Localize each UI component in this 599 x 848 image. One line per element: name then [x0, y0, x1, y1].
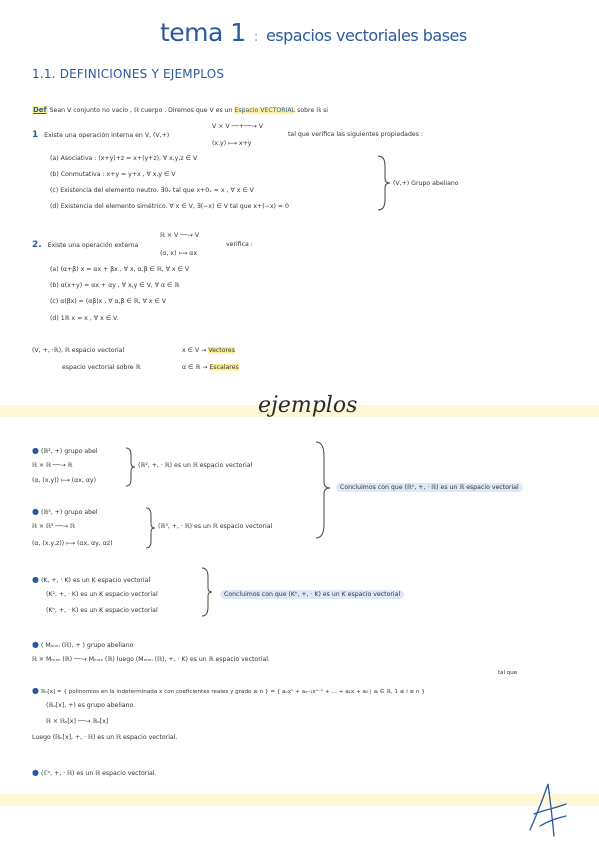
- prop2-item-d: (d) 1ℝ x = x , ∀ x ∈ V.: [50, 315, 119, 322]
- ex5-line-4: Luego (ℝₙ[x], +, · ℝ) es un ℝ espacio ve…: [32, 734, 178, 741]
- ex5-text-1: ℝₙ[x] = { polinomios en la indeterminada…: [40, 689, 425, 695]
- ex2-line-3: (α, (x,y,z)) ⟼ (αx, αy, αz): [32, 540, 113, 547]
- divider-band-bottom: [0, 794, 599, 806]
- ex1-line-1: ● (ℝ², +) grupo abel: [32, 446, 98, 455]
- bullet-icon: ●: [32, 686, 39, 695]
- ex3-line-3: (Kⁿ, +, · K) es un K espacio vectorial: [46, 607, 158, 614]
- signature-icon: [529, 783, 567, 837]
- prop2-item-c: (c) α(βx) = (αβ)x , ∀ α,β ∈ ℝ, ∀ x ∈ V: [50, 298, 167, 305]
- conclusion1-brace: [315, 441, 331, 539]
- summary-vectors-prefix: x ∈ V →: [182, 347, 207, 354]
- prop2-map-bottom: (α, x) ⟼ αx: [160, 250, 198, 257]
- ex1-line-2: ℝ × ℝ ──→ ℝ: [32, 462, 73, 469]
- title-separator: :: [253, 29, 259, 45]
- prop2-item-b: (b) α(x+y) = αx + αy , ∀ x,y ∈ V, ∀ α ∈ …: [50, 282, 180, 289]
- ex5-line-3: ℝ × ℝₙ[x] ──→ ℝₙ[x]: [46, 718, 109, 725]
- prop1-item-c: (c) Existencia del elemento neutro. ∃0ᵥ …: [50, 187, 254, 194]
- definition-text-before: Sean V conjunto no vacío , ℝ cuerpo . Di…: [49, 107, 233, 114]
- ex2-brace: [145, 507, 156, 549]
- summary-right-bottom: α ∈ ℝ → Escalares: [182, 364, 239, 371]
- definition-tag: Def: [32, 106, 48, 114]
- ex2-line-1: ● (ℝ³, +) grupo abel: [32, 507, 98, 516]
- ex4-text-1: ( Mₘₓₙ (ℝ), + ) grupo abeliano: [40, 642, 134, 649]
- summary-left-bottom: espacio vectorial sobre ℝ: [62, 364, 141, 371]
- bullet-icon: ●: [32, 640, 39, 649]
- bullet-icon: ●: [32, 575, 39, 584]
- conclusion1: Concluimos con que (ℝⁿ, +, · ℝ) es un ℝ …: [336, 483, 523, 492]
- ex1-line-3: (α, (x,y)) ⟼ (αx, αy): [32, 477, 97, 484]
- section-heading: 1.1. DEFINICIONES Y EJEMPLOS: [32, 67, 225, 81]
- ex1-text-1: (ℝ², +) grupo abel: [40, 448, 98, 455]
- prop2-text: Existe una operación externa: [47, 242, 139, 249]
- ex2-line-2: ℝ × ℝ³ ──→ ℝ: [32, 523, 75, 530]
- prop1-map-bottom: (x,y) ⟼ x+y: [212, 140, 252, 147]
- conclusion1-text: Concluimos con que (ℝⁿ, +, · ℝ) es un ℝ …: [336, 483, 523, 492]
- prop2-tail: verifica :: [226, 241, 253, 248]
- prop2-number: 2.: [32, 240, 42, 250]
- definition-text-after: sobre ℝ si: [297, 107, 329, 114]
- ex2-text-1: (ℝ³, +) grupo abel: [40, 509, 98, 516]
- title-subtitle: espacios vectoriales bases: [265, 26, 467, 45]
- summary-scalars: Escalares: [209, 364, 239, 371]
- prop1-item-d: (d) Existencia del elemento simétrico. ∀…: [50, 203, 289, 210]
- ex1-mid: (ℝ², +, · ℝ) es un ℝ espacio vectorial: [138, 462, 253, 469]
- ex3-line-2: (K², +, · K) es un K espacio vectorial: [46, 591, 158, 598]
- prop1-item-b: (b) Conmutativa : x+y = y+x , ∀ x,y ∈ V: [50, 171, 176, 178]
- ex6-text: (ℂⁿ, +, · ℝ) es un ℝ espacio vectorial.: [40, 770, 157, 777]
- prop2-item-a: (a) (α+β) x = αx + βx , ∀ x, α,β ∈ ℝ, ∀ …: [50, 266, 190, 273]
- prop2-line: 2. Existe una operación externa: [32, 240, 138, 250]
- prop1-brace: [377, 155, 391, 211]
- ex3-line-1: ● (K, +, · K) es un K espacio vectorial: [32, 575, 150, 584]
- ex5-line-1: ● ℝₙ[x] = { polinomios en la indetermina…: [32, 686, 425, 695]
- ex3-brace: [201, 567, 213, 617]
- prop1-line: 1 Existe una operación interna en V, (V,…: [32, 130, 169, 140]
- summary-right-top: x ∈ V → Vectores: [182, 347, 235, 354]
- definition-highlight: Espacio VECTORIAL: [234, 107, 296, 114]
- summary-left-top: (V, +, ·ℝ), ℝ espacio vectorial: [32, 347, 125, 354]
- ex4-line-1: ● ( Mₘₓₙ (ℝ), + ) grupo abeliano: [32, 640, 133, 649]
- ex3-conclusion: Concluimos con que (Kⁿ, +, · K) es un K …: [220, 590, 405, 599]
- summary-scalars-prefix: α ∈ ℝ →: [182, 364, 208, 371]
- ex4-line-2: ℝ × Mₘₓₙ (ℝ) ──→ Mₘₓₙ (ℝ) luego (Mₘₓₙ (ℝ…: [32, 656, 270, 663]
- definition-line: Def Sean V conjunto no vacío , ℝ cuerpo …: [32, 106, 328, 114]
- bullet-icon: ●: [32, 768, 39, 777]
- divider-band-top: [0, 405, 599, 417]
- prop1-item-a: (a) Asociativa : (x+y)+z = x+(y+z), ∀ x,…: [50, 155, 198, 162]
- ex5-line-2: (ℝₙ[x], +) es grupo abeliano.: [46, 702, 136, 709]
- bullet-icon: ●: [32, 507, 39, 516]
- group-label: (V,+) Grupo abeliano: [393, 180, 459, 187]
- prop1-map-top: V × V ──+──→ V: [212, 123, 264, 130]
- ex1-brace: [125, 447, 136, 487]
- title-main: tema 1: [160, 18, 246, 47]
- prop1-text: Existe una operación interna en V, (V,+): [44, 132, 170, 139]
- prop1-number: 1: [32, 130, 39, 140]
- prop1-tail: tal que verifica las siguientes propieda…: [288, 131, 423, 138]
- ex3-text-1: (K, +, · K) es un K espacio vectorial: [40, 577, 151, 584]
- ex3-conclusion-text: Concluimos con que (Kⁿ, +, · K) es un K …: [220, 590, 405, 599]
- ex5-tal-que: tal que: [498, 670, 518, 676]
- prop2-map-top: ℝ × V ──→ V: [160, 232, 200, 239]
- ex2-mid: (ℝ³, +, · ℝ) es un ℝ espacio vectorial: [158, 523, 273, 530]
- page-title: tema 1: espacios vectoriales bases: [160, 18, 467, 47]
- bullet-icon: ●: [32, 446, 39, 455]
- ejemplos-heading: ejemplos: [258, 393, 358, 418]
- summary-vectors: Vectores: [208, 347, 235, 354]
- ex6-line: ● (ℂⁿ, +, · ℝ) es un ℝ espacio vectorial…: [32, 768, 157, 777]
